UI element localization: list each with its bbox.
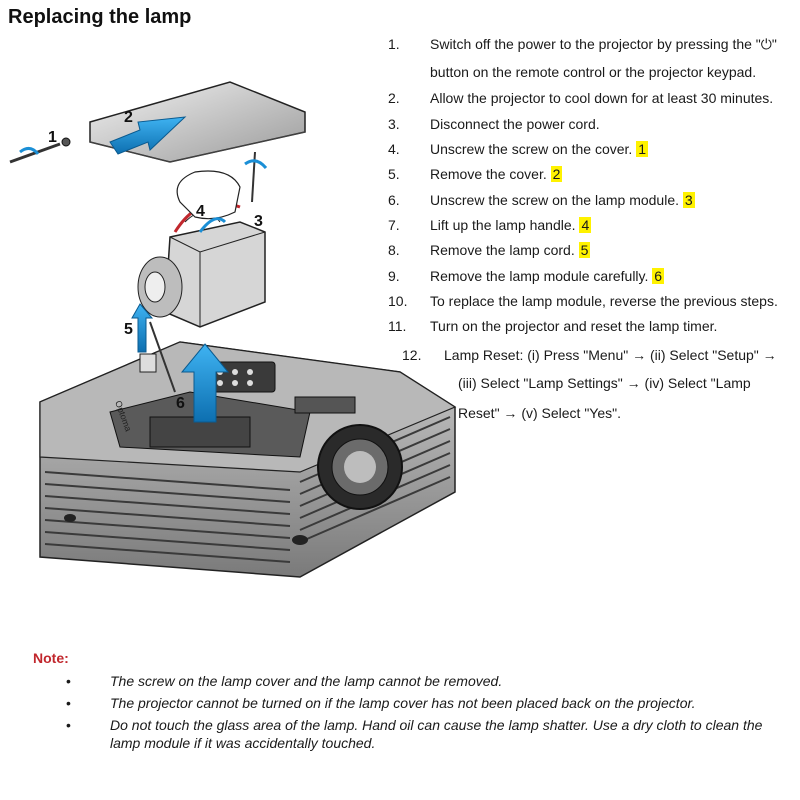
step-number: 1. [388, 36, 400, 52]
step-text: (iii) Select "Lamp Settings" → (iv) Sele… [458, 375, 751, 391]
step-badge: 2 [550, 166, 563, 182]
step-number: 11. [388, 318, 407, 334]
step-text: Remove the lamp module carefully. [430, 268, 649, 284]
step-text: Unscrew the screw on the lamp module. [430, 192, 679, 208]
lamp-module [137, 201, 266, 393]
step-number: 10. [388, 293, 408, 309]
note-text: The screw on the lamp cover and the lamp… [110, 673, 503, 689]
step-number: 5. [388, 166, 400, 182]
step-badge: 1 [636, 141, 648, 157]
callout-4: 4 [196, 203, 205, 220]
step-number: 9. [388, 268, 400, 284]
note-item: • The projector cannot be turned on if t… [66, 694, 786, 712]
step-number: 6. [388, 192, 400, 208]
step-number: 12. [402, 347, 422, 363]
screwdriver-icon [9, 137, 71, 164]
step-text: button on the remote control or the proj… [430, 64, 757, 80]
arrow-remove-lamp [180, 343, 230, 423]
step-text: Allow the projector to cool down for at … [430, 90, 774, 106]
step-text: Reset" → (v) Select "Yes". [458, 405, 622, 421]
note-text: The projector cannot be turned on if the… [110, 695, 696, 711]
step-text: Unscrew the screw on the cover. [430, 141, 633, 157]
step-text: Remove the lamp cord. [430, 242, 575, 258]
step-badge: 3 [682, 192, 695, 208]
page-title: Replacing the lamp [8, 6, 192, 28]
step-badge: 4 [579, 217, 592, 233]
bullet-icon: • [66, 673, 71, 689]
hand-illustration [176, 170, 241, 220]
projector-body: Optoma [39, 341, 457, 578]
step-badge: 5 [578, 242, 591, 258]
step-number: 4. [388, 141, 400, 157]
note-text: Do not touch the glass area of the lamp.… [110, 717, 763, 751]
arrow-remove-cover [109, 116, 187, 155]
projector-illustration: Optoma 1 2 3 4 5 [9, 81, 457, 578]
step-text: Disconnect the power cord. [430, 116, 600, 132]
callout-6: 6 [176, 395, 185, 412]
step-text: Lift up the lamp handle. [430, 217, 576, 233]
step-badge: 6 [652, 268, 665, 284]
callout-1: 1 [48, 129, 57, 146]
bullet-icon: • [66, 717, 71, 733]
arrow-remove-cord [131, 303, 157, 373]
arrow-lift-handle [198, 217, 227, 233]
step-number: 2. [388, 90, 400, 106]
note-title: Note: [33, 650, 69, 666]
note-item: • The screw on the lamp cover and the la… [66, 672, 786, 690]
note-list: • The screw on the lamp cover and the la… [66, 672, 786, 756]
bullet-icon: • [66, 695, 71, 711]
step-text: To replace the lamp module, reverse the … [430, 293, 778, 309]
step-text: Remove the cover. [430, 166, 547, 182]
step-text: Lamp Reset: (i) Press "Menu" → (ii) Sele… [444, 347, 777, 363]
step-text: Turn on the projector and reset the lamp… [430, 318, 718, 334]
callout-2: 2 [124, 109, 133, 126]
step-number: 3. [388, 116, 400, 132]
callout-3: 3 [254, 213, 263, 230]
step-number: 8. [388, 242, 400, 258]
lamp-screw-icon [244, 151, 268, 203]
step-text: Switch off the power to the projector by… [430, 36, 777, 52]
step-number: 7. [388, 217, 400, 233]
note-item: • Do not touch the glass area of the lam… [66, 716, 786, 752]
callout-5: 5 [124, 321, 133, 338]
